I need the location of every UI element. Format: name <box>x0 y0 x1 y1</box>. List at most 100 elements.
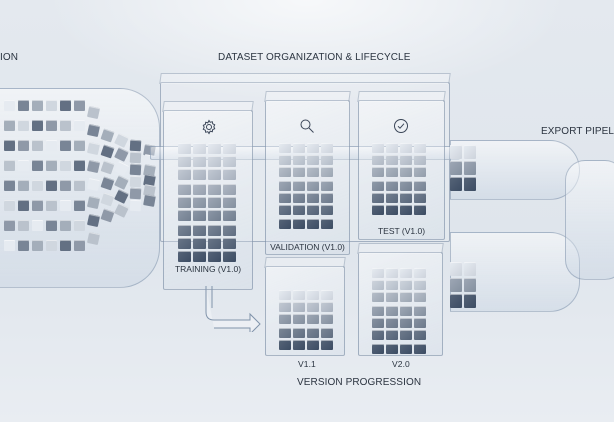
export-blocks-top <box>450 145 476 191</box>
data-block <box>400 268 412 278</box>
data-block <box>386 268 398 278</box>
data-block <box>279 205 291 215</box>
data-block <box>279 155 291 165</box>
data-block <box>18 180 29 191</box>
data-block <box>293 193 305 203</box>
data-block <box>321 193 333 203</box>
data-block <box>4 120 15 131</box>
data-block <box>46 120 57 131</box>
data-block <box>414 268 426 278</box>
data-block <box>223 225 236 236</box>
data-block <box>414 306 426 316</box>
data-block <box>400 344 412 354</box>
data-block <box>74 120 85 131</box>
data-block <box>32 180 43 191</box>
data-block <box>400 167 412 177</box>
validation-box: VALIDATION (V1.0) <box>265 100 350 255</box>
data-block <box>18 220 29 231</box>
data-block <box>386 280 398 290</box>
data-block <box>86 177 101 192</box>
data-block <box>307 314 319 324</box>
data-block <box>18 240 29 251</box>
data-block <box>193 184 206 195</box>
data-block <box>386 292 398 302</box>
data-block <box>386 344 398 354</box>
validation-cube-stack <box>279 143 333 229</box>
data-block <box>414 292 426 302</box>
data-block <box>178 169 191 180</box>
data-block <box>450 294 462 308</box>
data-block <box>386 181 398 191</box>
data-block <box>321 143 333 153</box>
data-block <box>129 151 142 164</box>
data-block <box>60 220 71 231</box>
check-circle-icon <box>394 119 408 133</box>
data-block <box>414 344 426 354</box>
data-block <box>86 213 101 228</box>
data-block <box>208 238 221 249</box>
data-block <box>321 219 333 229</box>
data-block <box>74 140 85 151</box>
data-block <box>223 197 236 208</box>
data-block <box>74 240 85 251</box>
data-block <box>178 238 191 249</box>
data-block <box>18 100 29 111</box>
data-block <box>293 340 305 350</box>
data-block <box>372 167 384 177</box>
data-block <box>279 193 291 203</box>
gear-icon <box>202 119 216 135</box>
data-block <box>414 205 426 215</box>
data-block <box>60 120 71 131</box>
data-block <box>223 143 236 154</box>
data-block <box>129 163 142 176</box>
data-block <box>307 181 319 191</box>
data-block <box>386 193 398 203</box>
data-block <box>293 205 305 215</box>
data-block <box>223 238 236 249</box>
data-block <box>178 197 191 208</box>
version-progression-label: VERSION PROGRESSION <box>297 377 422 388</box>
data-block <box>450 262 462 276</box>
data-block <box>321 314 333 324</box>
data-block <box>464 161 476 175</box>
data-block <box>386 143 398 153</box>
data-block <box>46 220 57 231</box>
data-block <box>400 193 412 203</box>
data-block <box>86 105 101 120</box>
data-block <box>386 318 398 328</box>
data-block <box>464 278 476 292</box>
data-block <box>279 167 291 177</box>
data-block <box>386 167 398 177</box>
data-block <box>279 219 291 229</box>
data-block <box>372 330 384 340</box>
data-block <box>46 180 57 191</box>
data-block <box>32 160 43 171</box>
data-block <box>193 197 206 208</box>
data-block <box>279 290 291 300</box>
data-block <box>372 306 384 316</box>
data-block <box>223 169 236 180</box>
version-arrow-icon <box>205 286 261 332</box>
data-block <box>193 225 206 236</box>
diagram-title: DATASET ORGANIZATION & LIFECYCLE <box>218 52 411 63</box>
data-block <box>223 251 236 262</box>
data-block <box>400 205 412 215</box>
data-block <box>178 143 191 154</box>
data-block <box>414 280 426 290</box>
data-block <box>178 225 191 236</box>
data-block <box>86 195 101 210</box>
data-block <box>178 156 191 167</box>
data-block <box>400 318 412 328</box>
data-block <box>307 205 319 215</box>
data-block <box>223 184 236 195</box>
data-block <box>464 294 476 308</box>
data-block <box>46 100 57 111</box>
data-block <box>208 184 221 195</box>
data-block <box>223 210 236 221</box>
test-cube-stack <box>372 143 426 215</box>
data-block <box>321 340 333 350</box>
data-block <box>32 240 43 251</box>
data-block <box>279 340 291 350</box>
data-block <box>307 167 319 177</box>
data-block <box>60 100 71 111</box>
